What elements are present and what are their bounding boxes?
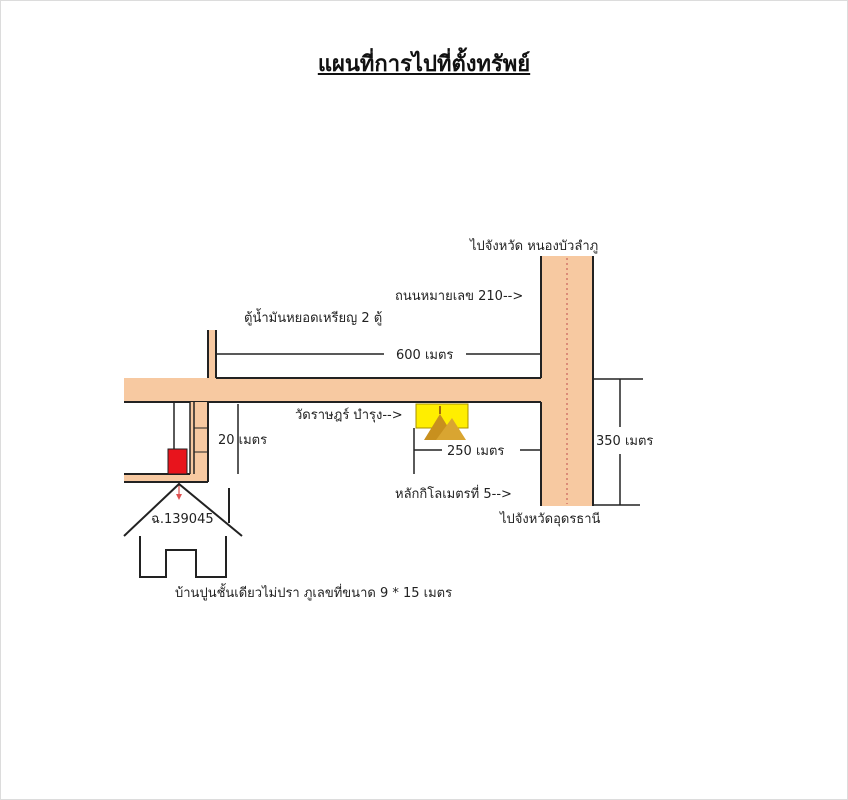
alley-fill <box>124 474 208 482</box>
label-dist-600: 600 เมตร <box>396 348 453 363</box>
label-to-nongbua: ไปจังหวัด หนองบัวลำภู <box>469 238 598 254</box>
property-pointer-arrow <box>176 494 182 500</box>
side-road-south-fill <box>190 402 208 482</box>
label-house-description: บ้านปูนชั้นเดียวไม่ปรา ภูเลขที่ขนาด 9 * … <box>175 583 452 601</box>
label-deed-number: ฉ.139045 <box>151 512 214 527</box>
label-fuel-station: ตู้น้ำมันหยอดเหรียญ 2 ตู้ <box>244 308 382 326</box>
label-km-marker: หลักกิโลเมตรที่ 5--> <box>395 485 512 502</box>
main-road <box>124 377 542 403</box>
label-dist-350: 350 เมตร <box>596 434 653 449</box>
label-to-udon: ไปจังหวัดอุดรธานี <box>499 511 601 527</box>
highway-210 <box>540 256 594 506</box>
temple-icon <box>415 403 469 440</box>
house-walls <box>139 536 227 578</box>
dim-350 <box>593 378 643 506</box>
temple-roof-2 <box>436 418 466 440</box>
house-outline <box>123 482 243 578</box>
side-road-south <box>124 402 209 483</box>
label-road-210: ถนนหมายเลข 210--> <box>395 289 523 304</box>
side-road-north <box>207 330 217 378</box>
label-dist-250: 250 เมตร <box>447 444 504 459</box>
side-road-north-fill <box>208 330 216 378</box>
property-marker <box>167 448 188 475</box>
house-roof <box>123 482 243 537</box>
label-temple: วัดราษฎร์ บำรุง--> <box>295 407 403 423</box>
page-title: แผนที่การไปที่ตั้งทรัพย์ <box>317 52 531 77</box>
main-road-fill <box>124 378 542 402</box>
label-dist-20: 20 เมตร <box>218 433 267 448</box>
